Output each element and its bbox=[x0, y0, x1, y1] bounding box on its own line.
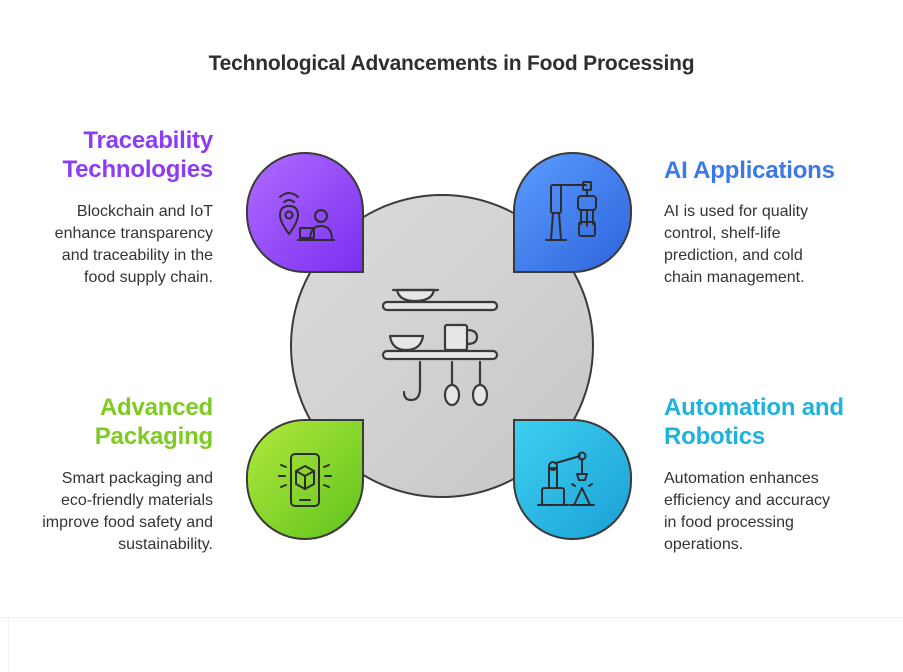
traceability-heading: Traceability Technologies bbox=[40, 126, 213, 184]
industrial-robot-icon bbox=[537, 451, 595, 506]
ai-desc-line: chain management. bbox=[664, 269, 805, 286]
traceability-description: Blockchain and IoT enhance transparency … bbox=[20, 201, 213, 289]
packaging-description: Smart packaging and eco-friendly materia… bbox=[10, 468, 213, 556]
robot-arm-icon bbox=[545, 181, 597, 241]
packaging-heading: Advanced Packaging bbox=[40, 393, 213, 451]
kitchen-shelf-icon bbox=[381, 288, 499, 407]
packaging-desc-line: eco-friendly materials bbox=[60, 492, 213, 509]
ai-heading: AI Applications bbox=[664, 156, 884, 185]
automation-desc-line: Automation enhances bbox=[664, 470, 819, 487]
packaging-desc-line: Smart packaging and bbox=[61, 470, 213, 487]
automation-heading-line2: Robotics bbox=[664, 423, 766, 450]
traceability-petal bbox=[245, 151, 364, 273]
automation-heading-line1: Automation and bbox=[664, 394, 844, 421]
ai-desc-line: prediction, and cold bbox=[664, 247, 803, 264]
smartphone-box-icon bbox=[278, 453, 332, 507]
ai-petal bbox=[513, 151, 633, 273]
traceability-desc-line: Blockchain and IoT bbox=[76, 203, 213, 220]
page-title: Technological Advancements in Food Proce… bbox=[208, 52, 695, 75]
divider-tick bbox=[8, 617, 9, 672]
traceability-heading-line1: Traceability bbox=[83, 127, 213, 154]
traceability-desc-line: food supply chain. bbox=[84, 269, 213, 286]
automation-desc-line: in food processing bbox=[664, 514, 794, 531]
packaging-desc-line: improve food safety and bbox=[42, 514, 213, 531]
traceability-desc-line: enhance transparency bbox=[54, 225, 213, 242]
ai-heading-line1: AI Applications bbox=[664, 157, 835, 184]
traceability-desc-line: and traceability in the bbox=[61, 247, 213, 264]
automation-desc-line: efficiency and accuracy bbox=[664, 492, 831, 509]
packaging-heading-line2: Packaging bbox=[94, 423, 213, 450]
automation-desc-line: operations. bbox=[664, 536, 744, 553]
location-person-laptop-icon bbox=[279, 192, 335, 241]
packaging-heading-line1: Advanced bbox=[99, 394, 213, 421]
automation-description: Automation enhances efficiency and accur… bbox=[664, 468, 884, 556]
packaging-desc-line: sustainability. bbox=[118, 536, 213, 553]
automation-petal bbox=[513, 418, 633, 541]
traceability-heading-line2: Technologies bbox=[62, 156, 213, 183]
ai-description: AI is used for quality control, shelf-li… bbox=[664, 201, 884, 289]
automation-heading: Automation and Robotics bbox=[664, 393, 884, 451]
ai-desc-line: control, shelf-life bbox=[664, 225, 781, 242]
divider-line bbox=[0, 617, 903, 618]
ai-desc-line: AI is used for quality bbox=[664, 203, 809, 220]
